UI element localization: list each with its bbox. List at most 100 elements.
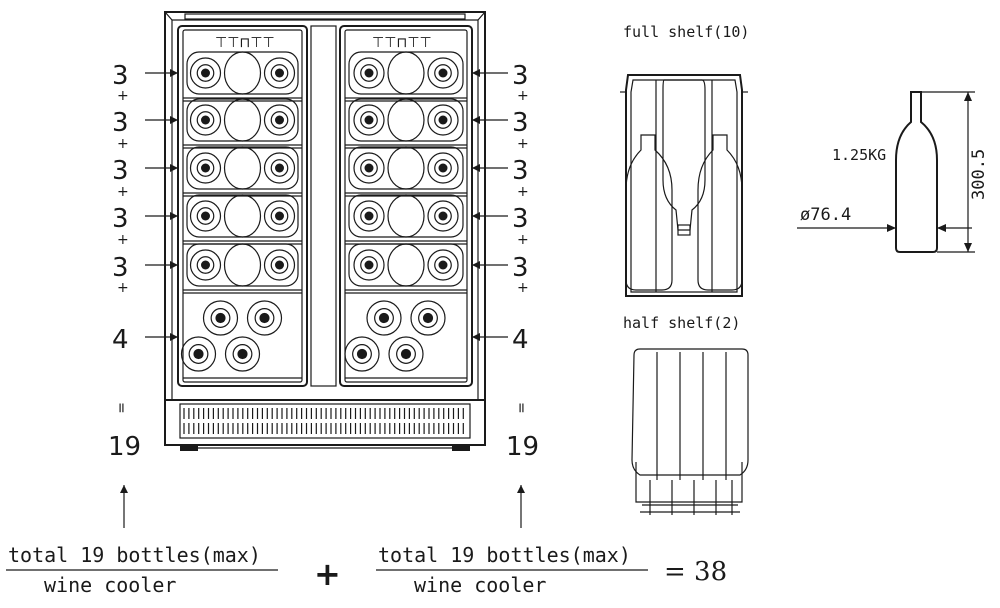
bottle-end [189,200,222,232]
bottle-side [223,243,262,287]
shelves-left-zone [180,51,302,379]
left-total: 19 [108,432,141,462]
left-count-3: 3 [112,156,129,186]
formula-plus: + [314,555,341,593]
bottle-side [223,194,262,238]
bottle-end [263,152,296,184]
bottle-end [366,300,402,336]
bottle-end [189,249,222,281]
bottle-end [388,336,424,372]
bottle-end [353,200,385,232]
shelf-row [345,51,467,102]
left-plus-3: + [117,184,129,200]
right-arrows [472,69,525,528]
bottle-end [427,104,459,136]
right-plus-2: + [517,136,529,152]
shelf-row [183,98,302,149]
left-bottle-counts: 3 3 3 3 3 4 + + + + + = 19 [108,61,141,462]
left-count-5: 3 [112,253,129,283]
bottle-weight: 1.25KG [832,146,886,164]
shelves-right-zone [344,51,467,379]
left-count-2: 3 [112,108,129,138]
bottle-end [202,300,239,336]
bottle-end [189,152,222,184]
shelf-row [183,194,302,245]
left-count-6: 4 [112,325,129,355]
formula-numerator-right: total 19 bottles(max) [378,543,631,567]
half-shelf-label: half shelf(2) [623,314,740,332]
bottle-side [387,146,425,190]
bottle-end [180,336,217,372]
control-panel-right: ⊤⊤⊓⊤⊤ [372,35,432,51]
shelf-row [345,243,467,294]
bottle-end [263,104,296,136]
shelf-row [345,98,467,149]
control-panel-left: ⊤⊤⊓⊤⊤ [215,35,275,51]
formula-denominator-right: wine cooler [414,573,546,597]
bottle-end [353,152,385,184]
left-plus-5: + [117,280,129,296]
left-arrows [120,69,178,528]
bottle-end [263,200,296,232]
shelf-row [183,51,302,102]
vent-grille [179,403,471,439]
bottle-end [189,57,222,89]
right-count-2: 3 [512,108,529,138]
formula-numerator-left: total 19 bottles(max) [8,543,261,567]
bottle-end [427,152,459,184]
bottle-end [353,249,385,281]
shelf-row [183,146,302,197]
right-plus-1: + [517,88,529,104]
bottle-end [344,336,380,372]
shelf-row [183,243,302,294]
bottle-dimension-drawing: 1.25KG ø76.4 300.5 [797,91,989,253]
bottom-stack [180,300,302,379]
left-equals: = [113,402,129,414]
bottom-stack [344,300,467,379]
bottle-side [223,51,262,95]
right-equals: = [513,402,529,414]
bottle-end [263,249,296,281]
right-total: 19 [506,432,539,462]
bottle-side [223,98,262,142]
right-plus-3: + [517,184,529,200]
left-count-1: 3 [112,61,129,91]
shelf-row [345,194,467,245]
right-count-4: 3 [512,204,529,234]
shelf-row [345,146,467,197]
bottle-end [263,57,296,89]
bottle-side [387,243,425,287]
right-plus-5: + [517,280,529,296]
right-count-3: 3 [512,156,529,186]
bottle-diameter: ø76.4 [800,205,851,225]
bottle-height: 300.5 [969,149,989,200]
bottle-side [387,98,425,142]
half-shelf-drawing [631,348,749,515]
capacity-formula: total 19 bottles(max) wine cooler + tota… [6,543,727,597]
bottle-side [387,194,425,238]
left-plus-2: + [117,136,129,152]
bottle-end [224,336,261,372]
bottle-end [427,57,459,89]
bottle-end [427,200,459,232]
right-count-6: 4 [512,325,529,355]
right-plus-4: + [517,232,529,248]
bottle-end [353,104,385,136]
bottle-side [223,146,262,190]
left-plus-4: + [117,232,129,248]
bottle-side [387,51,425,95]
right-count-5: 3 [512,253,529,283]
cabinet: ⊤⊤⊓⊤⊤ ⊤⊤⊓⊤⊤ [164,11,486,451]
right-count-1: 3 [512,61,529,91]
bottle-end [427,249,459,281]
full-shelf-drawing [620,74,748,297]
formula-denominator-left: wine cooler [44,573,176,597]
formula-result: = 38 [664,557,727,587]
left-count-4: 3 [112,204,129,234]
bottle-end [246,300,283,336]
full-shelf-label: full shelf(10) [623,23,749,41]
bottle-end [410,300,446,336]
bottle-end [353,57,385,89]
left-plus-1: + [117,88,129,104]
